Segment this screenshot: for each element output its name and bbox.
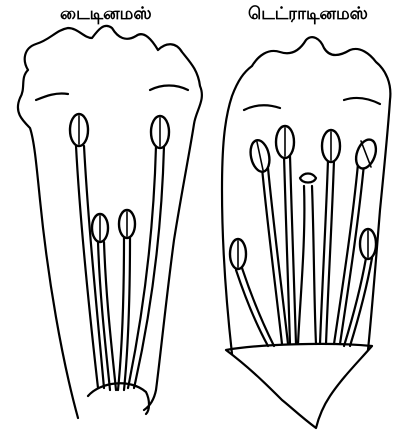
didynamous-filament <box>118 238 124 390</box>
didynamous-flower <box>18 26 202 418</box>
tetradynamous-calyx <box>226 344 372 428</box>
didynamous-corolla-fold <box>36 93 68 100</box>
tetradynamous-filament <box>262 168 282 344</box>
tetradynamous-corolla-outline <box>222 37 390 354</box>
tetradynamous-filament <box>242 268 274 346</box>
tetradynamous-filament <box>334 164 358 344</box>
tetradynamous-flower <box>222 37 390 428</box>
tetradynamous-corolla-fold <box>244 105 280 110</box>
tetradynamous-filament <box>236 270 268 346</box>
tetradynamous-corolla-fold <box>344 98 380 104</box>
tetradynamous-pistil <box>298 186 304 344</box>
tetradynamous-stigma <box>300 174 316 183</box>
tetradynamous-pistil <box>312 186 316 344</box>
didynamous-corolla-fold <box>150 86 188 91</box>
tetradynamous-filament <box>290 156 296 344</box>
didynamous-filament <box>104 242 116 390</box>
